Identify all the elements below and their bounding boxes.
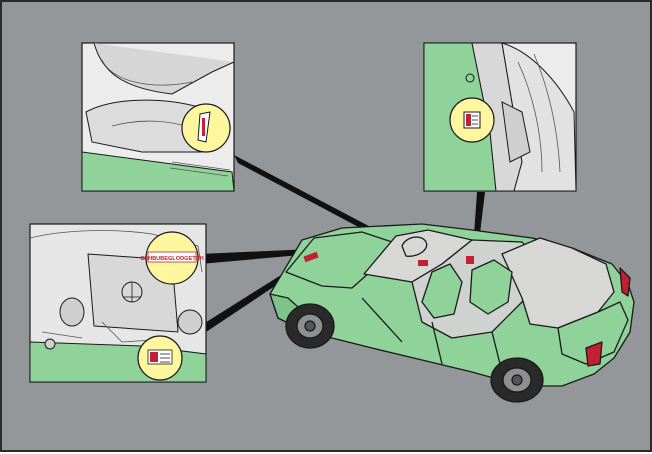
detail-panel-pillar bbox=[423, 42, 577, 192]
door-pillar-plate bbox=[466, 114, 471, 126]
marker-pillar bbox=[466, 256, 474, 264]
tail-light-1 bbox=[619, 267, 631, 297]
car-illustration bbox=[269, 223, 635, 403]
steering-wheel bbox=[401, 236, 428, 257]
front-wheel bbox=[285, 303, 335, 349]
engine-bay-label: CEHBUBEGLODGETCH bbox=[140, 256, 203, 262]
rear-deck bbox=[557, 301, 629, 365]
engine-bay-plate bbox=[150, 352, 158, 362]
rear-seat bbox=[469, 259, 513, 315]
soft-top bbox=[501, 237, 615, 329]
seat-frame-plate bbox=[202, 118, 205, 136]
marker-seat bbox=[418, 260, 428, 266]
marker-engine bbox=[303, 251, 319, 263]
detail-panel-engine: CEHBUBEGLODGETCH bbox=[29, 223, 207, 383]
detail-panel-seat bbox=[81, 42, 235, 192]
leader-engine-top bbox=[200, 249, 312, 264]
rear-wheel bbox=[490, 357, 544, 403]
front-seat bbox=[421, 263, 463, 319]
tail-light-2 bbox=[585, 341, 603, 367]
